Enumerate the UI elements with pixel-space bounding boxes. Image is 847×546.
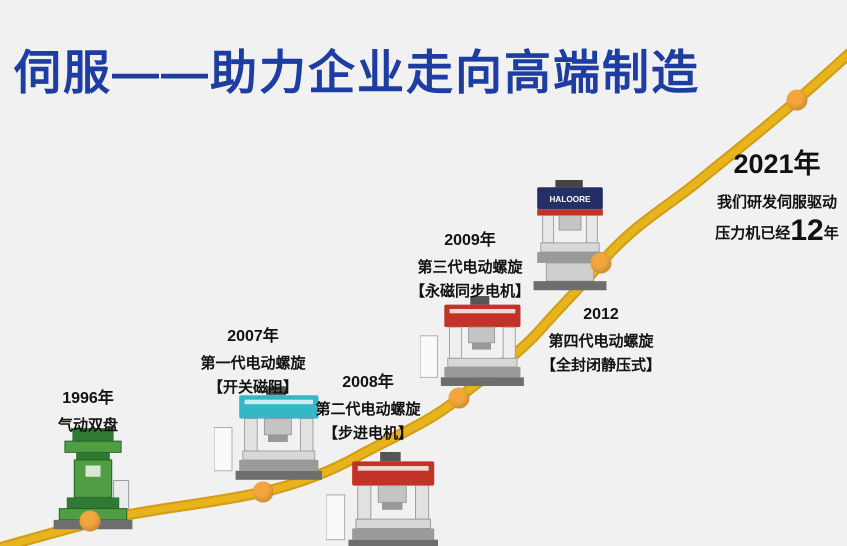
- timeline-dot-2007: [252, 481, 274, 503]
- press-2008: [326, 452, 438, 546]
- press-2021: HALOORE: [533, 180, 607, 291]
- finale-line1: 我们研发伺服驱动: [716, 194, 837, 211]
- milestone-desc: 第四代电动螺旋: [548, 333, 654, 350]
- milestone-1996: 1996年 气动双盘: [58, 384, 118, 438]
- machine-2007-image: [214, 386, 322, 480]
- finale-year: 2021年: [733, 149, 821, 179]
- machine-2009-image: [420, 296, 524, 386]
- milestone-2007: 2007年 第一代电动螺旋 【开关磁阻】: [200, 322, 305, 400]
- milestone-2008: 2008年 第二代电动螺旋 【步进电机】: [315, 368, 420, 446]
- timeline-dot-2008: [448, 387, 470, 409]
- milestone-year: 2009年: [444, 232, 496, 249]
- milestone-2012: 2012 第四代电动螺旋 【全封闭静压式】: [541, 306, 661, 378]
- page-title: 伺服——助力企业走向高端制造: [14, 46, 700, 99]
- milestone-spec: 【开关磁阻】: [207, 379, 299, 396]
- timeline-dot-2012: [590, 252, 612, 274]
- finale-line2-prefix: 压力机已经: [715, 225, 791, 242]
- milestone-spec: 【全封闭静压式】: [540, 357, 662, 374]
- machine-2021-image: HALOORE: [533, 180, 607, 291]
- milestone-year: 1996年: [62, 390, 114, 407]
- finale-line2-suffix: 年: [823, 225, 839, 242]
- timeline-dot-2021: [786, 89, 808, 111]
- press-2009: [420, 296, 524, 386]
- milestone-spec: 【步进电机】: [322, 425, 414, 442]
- timeline-dot-1996: [79, 510, 101, 532]
- milestone-desc: 第二代电动螺旋: [315, 401, 421, 418]
- milestone-2009: 2009年 第三代电动螺旋 【永磁同步电机】: [410, 226, 530, 304]
- milestone-year: 2012: [583, 306, 619, 323]
- finale-line2: 压力机已经12年: [715, 214, 839, 248]
- milestone-spec: 【永磁同步电机】: [409, 283, 531, 300]
- milestone-desc: 第一代电动螺旋: [200, 355, 306, 372]
- machine-brand-label: HALOORE: [550, 195, 591, 204]
- machine-2008-image: [326, 452, 438, 546]
- milestone-year: 2008年: [342, 374, 394, 391]
- milestone-2021: 2021年 我们研发伺服驱动 压力机已经12年: [715, 142, 838, 248]
- finale-years-count: 12: [790, 214, 824, 247]
- milestone-desc: 气动双盘: [57, 417, 119, 434]
- milestone-year: 2007年: [227, 328, 279, 345]
- milestone-desc: 第三代电动螺旋: [417, 259, 523, 276]
- press-2007: [214, 386, 322, 480]
